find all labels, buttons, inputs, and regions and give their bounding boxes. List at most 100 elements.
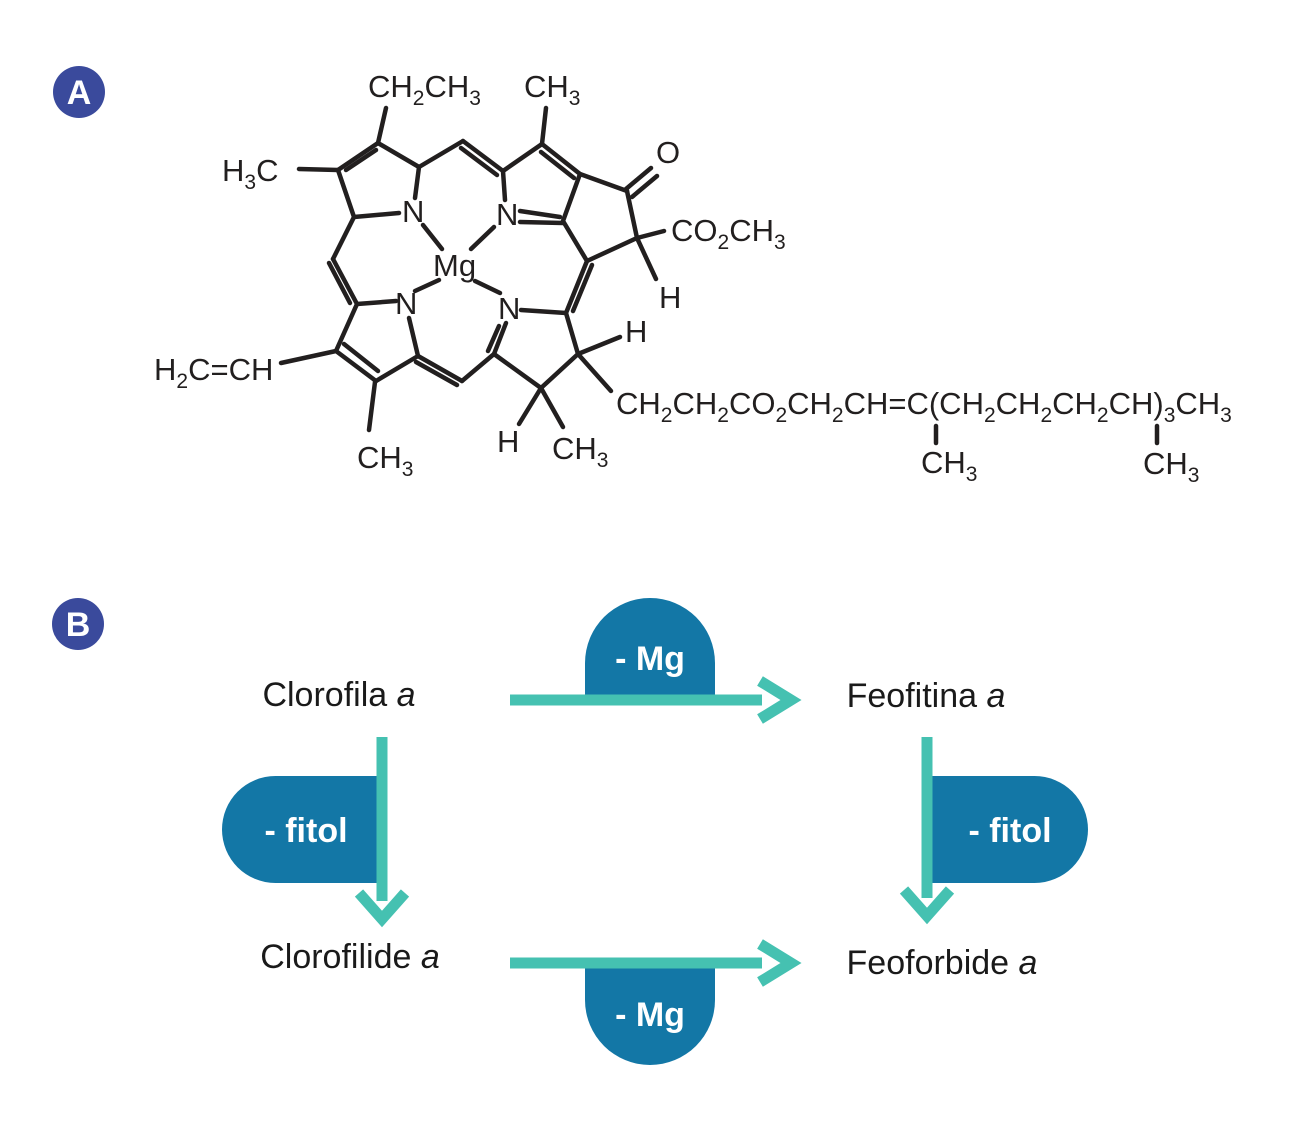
subscript: 2 (413, 87, 425, 110)
formula-segment: CH (996, 386, 1041, 421)
formula-segment: C=CH (188, 352, 273, 387)
bond-line (560, 171, 583, 224)
bond-line (335, 140, 381, 173)
formula-segment: H (222, 153, 244, 188)
compound-name: Clorofilide (260, 938, 421, 976)
formula-segment: CH (672, 386, 717, 421)
bond-line (634, 235, 659, 282)
bond-line (491, 320, 509, 357)
atom-label: H2C=CH (154, 352, 273, 393)
bond-line (416, 138, 466, 170)
bond-line (500, 168, 508, 203)
bond-line (538, 385, 566, 430)
formula-segment: H (154, 352, 176, 387)
formula-segment: CH (1143, 446, 1188, 481)
bond-line (517, 219, 566, 226)
formula-segment: CH (524, 69, 569, 104)
subscript: 3 (569, 87, 581, 110)
feofitina-a: Feofitina a (847, 677, 1006, 715)
feoforbide-a: Feoforbide a (847, 944, 1038, 982)
arrow-clorofila-to-feofitina-shaft (510, 694, 762, 706)
compound-name-italic-a: a (986, 677, 1005, 715)
arrow-clorofila-to-feofitina-head (757, 676, 802, 724)
atom-label: CH3 (524, 69, 580, 110)
bond-line (375, 140, 422, 170)
bond-line (333, 301, 360, 354)
formula-segment: CH (1052, 386, 1097, 421)
arrow-clorofila-to-clorofilide-shaft (376, 737, 388, 901)
compound-name: Feofitina (847, 677, 987, 715)
arrow-feofitina-to-feoforbide-head (899, 886, 955, 925)
subscript: 3 (402, 458, 414, 481)
bond-line (330, 256, 360, 307)
bond-line (629, 173, 660, 200)
bond-line (373, 353, 421, 384)
minus-mg-top-label: - Mg (615, 640, 685, 678)
bond-line (570, 262, 595, 314)
subscript: 2 (984, 404, 996, 427)
bond-line (326, 260, 353, 306)
subscript: 2 (661, 404, 673, 427)
clorofilide-a: Clorofilide a (260, 938, 440, 976)
bond-line (472, 278, 503, 296)
formula-segment: CH (787, 386, 832, 421)
panel-a-label-circle (53, 66, 105, 118)
bond-line (351, 210, 402, 220)
subscript: 2 (832, 404, 844, 427)
minus-fitol-right (927, 776, 1088, 883)
bond-line (460, 138, 506, 174)
subscript: 3 (774, 231, 786, 254)
panel-b-label-circle (52, 598, 104, 650)
bond-line (539, 105, 549, 147)
bond-line (563, 258, 590, 316)
atom-label: H (625, 314, 647, 349)
bond-line (343, 147, 379, 173)
bond-line (278, 348, 339, 366)
bond-line (354, 298, 399, 307)
minus-fitol-right-label: - fitol (968, 812, 1051, 850)
subscript: 3 (469, 87, 481, 110)
bond-line (538, 351, 581, 391)
compound-name: Feoforbide (847, 944, 1019, 982)
formula-segment: CO (671, 213, 718, 248)
atom-label: CH3 (552, 431, 608, 472)
atom-label: H3C (222, 153, 278, 194)
atom-label: N (496, 197, 518, 232)
minus-mg-top (585, 598, 715, 700)
subscript: 3 (597, 449, 609, 472)
bond-line (406, 315, 421, 359)
bond-line (341, 341, 381, 374)
bond-line (517, 208, 563, 220)
atom-label: CO2CH3 (671, 213, 786, 254)
formula-segment: CH (424, 69, 469, 104)
bond-line (333, 348, 379, 384)
bond-line (485, 323, 502, 354)
arrow-clorofilide-to-feoforbide-head (757, 939, 802, 987)
bond-line (375, 105, 389, 146)
panel-b-letter-badge: B (52, 598, 104, 650)
bond-line (623, 165, 654, 192)
subscript: 3 (1164, 404, 1176, 427)
bond-line (491, 351, 544, 391)
atom-label: Mg (433, 248, 476, 283)
bond-line (560, 218, 590, 264)
formula-segment: CH (357, 440, 402, 475)
bond-line (575, 351, 614, 394)
bond-line (584, 235, 640, 264)
subscript: 2 (718, 231, 730, 254)
bond-line (366, 379, 378, 433)
formula-segment: N (498, 291, 520, 326)
bond-line (518, 307, 569, 316)
subscript: 3 (1220, 404, 1232, 427)
minus-mg-bottom-label: - Mg (615, 996, 685, 1034)
bond-line (330, 214, 357, 262)
compound-name: Clorofila (262, 676, 396, 714)
formula-segment: CO (729, 386, 776, 421)
formula-segment: Mg (433, 248, 476, 283)
subscript: 2 (717, 404, 729, 427)
atom-label: CH3 (921, 445, 977, 486)
